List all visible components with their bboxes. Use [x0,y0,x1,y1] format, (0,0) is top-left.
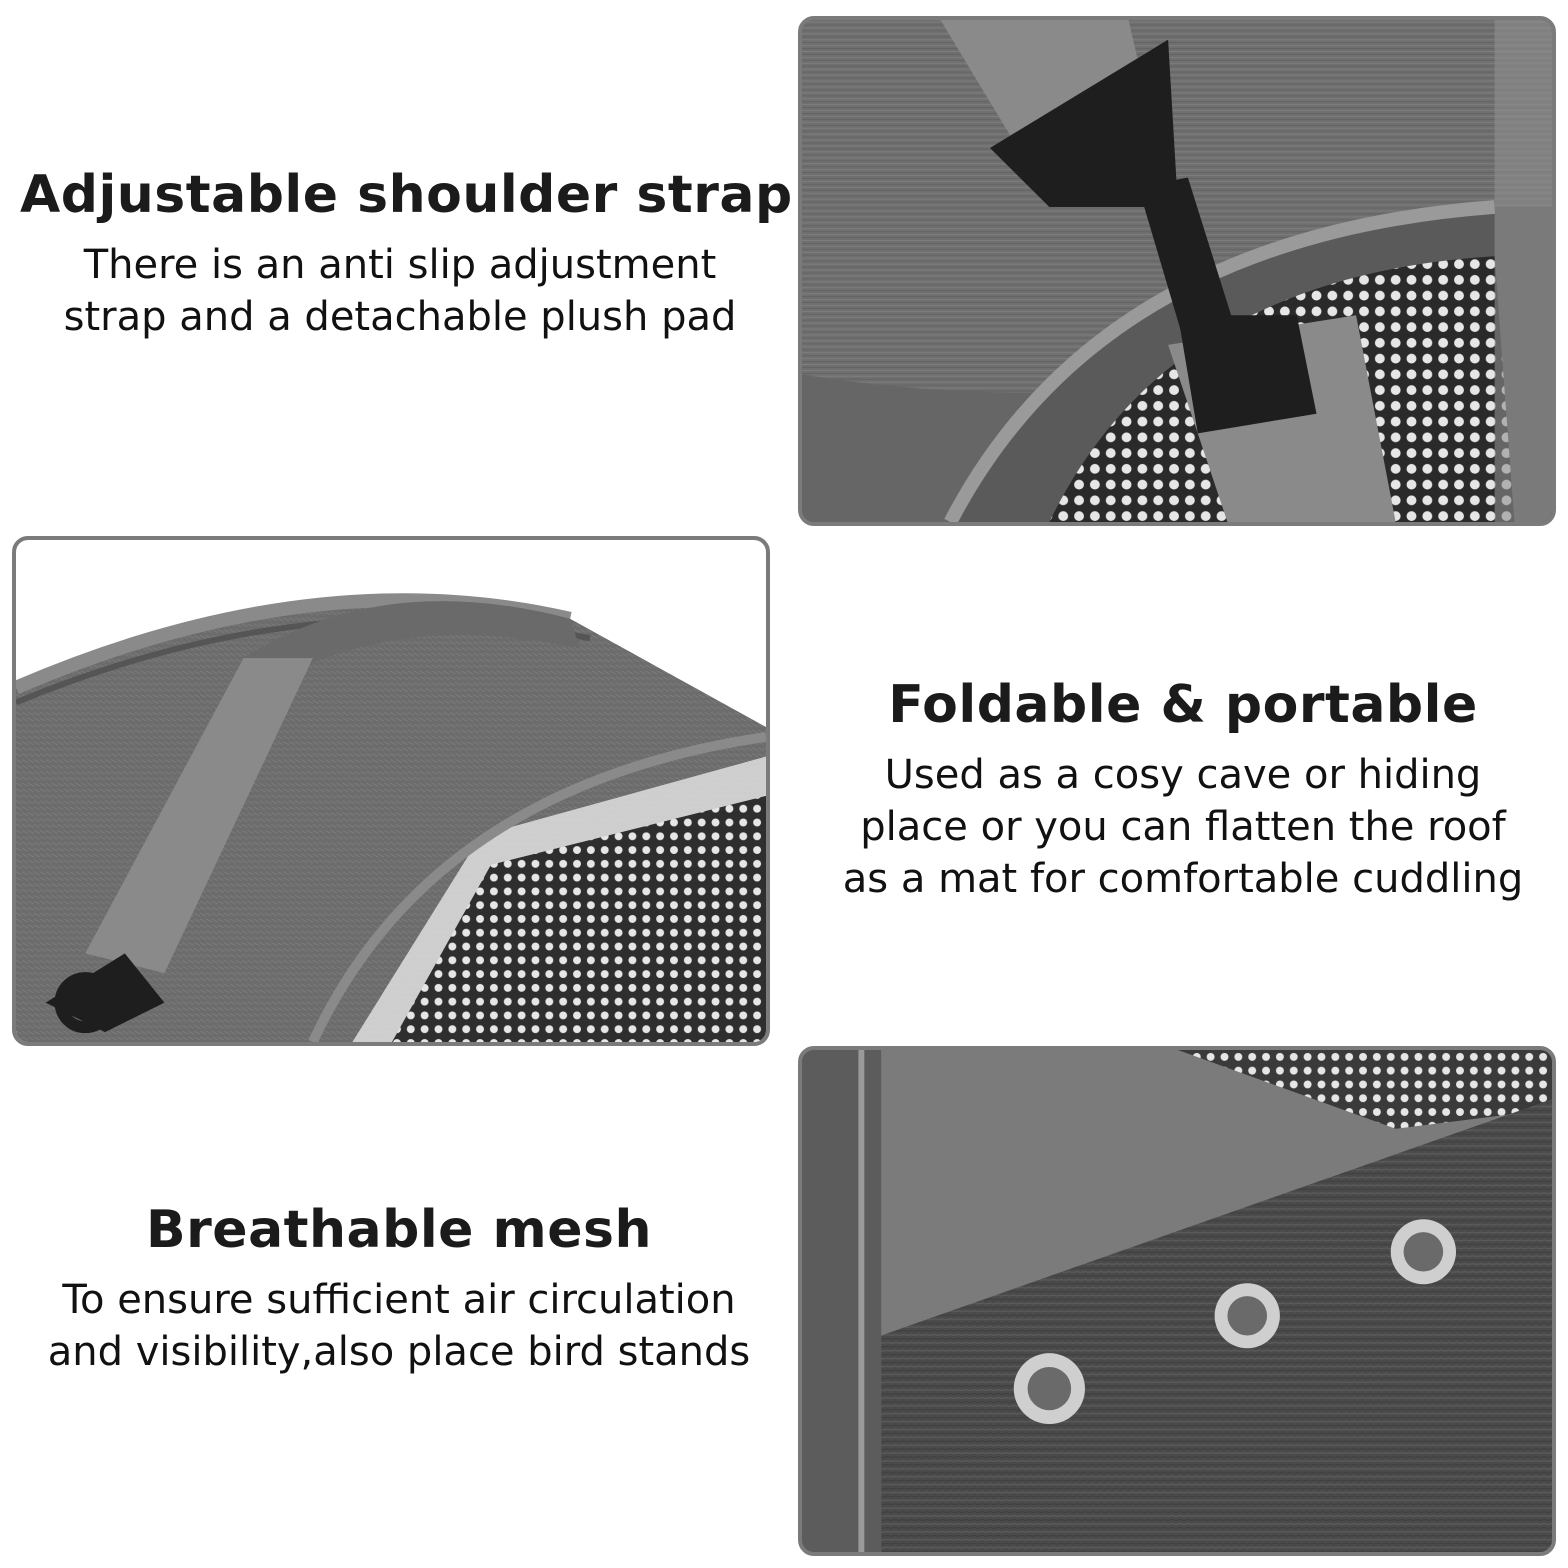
feature-description: To ensure sufficient air circulation and… [47,1277,751,1375]
feature-description: Used as a cosy cave or hiding place or y… [842,752,1524,902]
strap-buckle-illustration [802,20,1552,522]
photo-foldable-portable [12,536,770,1046]
handle-illustration [16,540,766,1042]
photo-shoulder-strap [798,16,1556,526]
feature-title: Foldable & portable [888,675,1478,735]
feature-shoulder-strap: Adjustable shoulder strap There is an an… [20,165,793,343]
feature-description: There is an anti slip adjustment strap a… [63,242,737,340]
photo-breathable-mesh [798,1046,1556,1556]
feature-foldable-portable: Foldable & portable Used as a cosy cave … [800,675,1566,905]
mesh-grommets-illustration [802,1050,1552,1552]
feature-breathable-mesh: Breathable mesh To ensure sufficient air… [14,1200,784,1378]
feature-title: Adjustable shoulder strap [20,165,793,225]
feature-title: Breathable mesh [146,1200,652,1260]
grommet-icon [1390,1219,1457,1285]
grommet-icon [1013,1353,1085,1425]
grommet-icon [1214,1283,1280,1349]
